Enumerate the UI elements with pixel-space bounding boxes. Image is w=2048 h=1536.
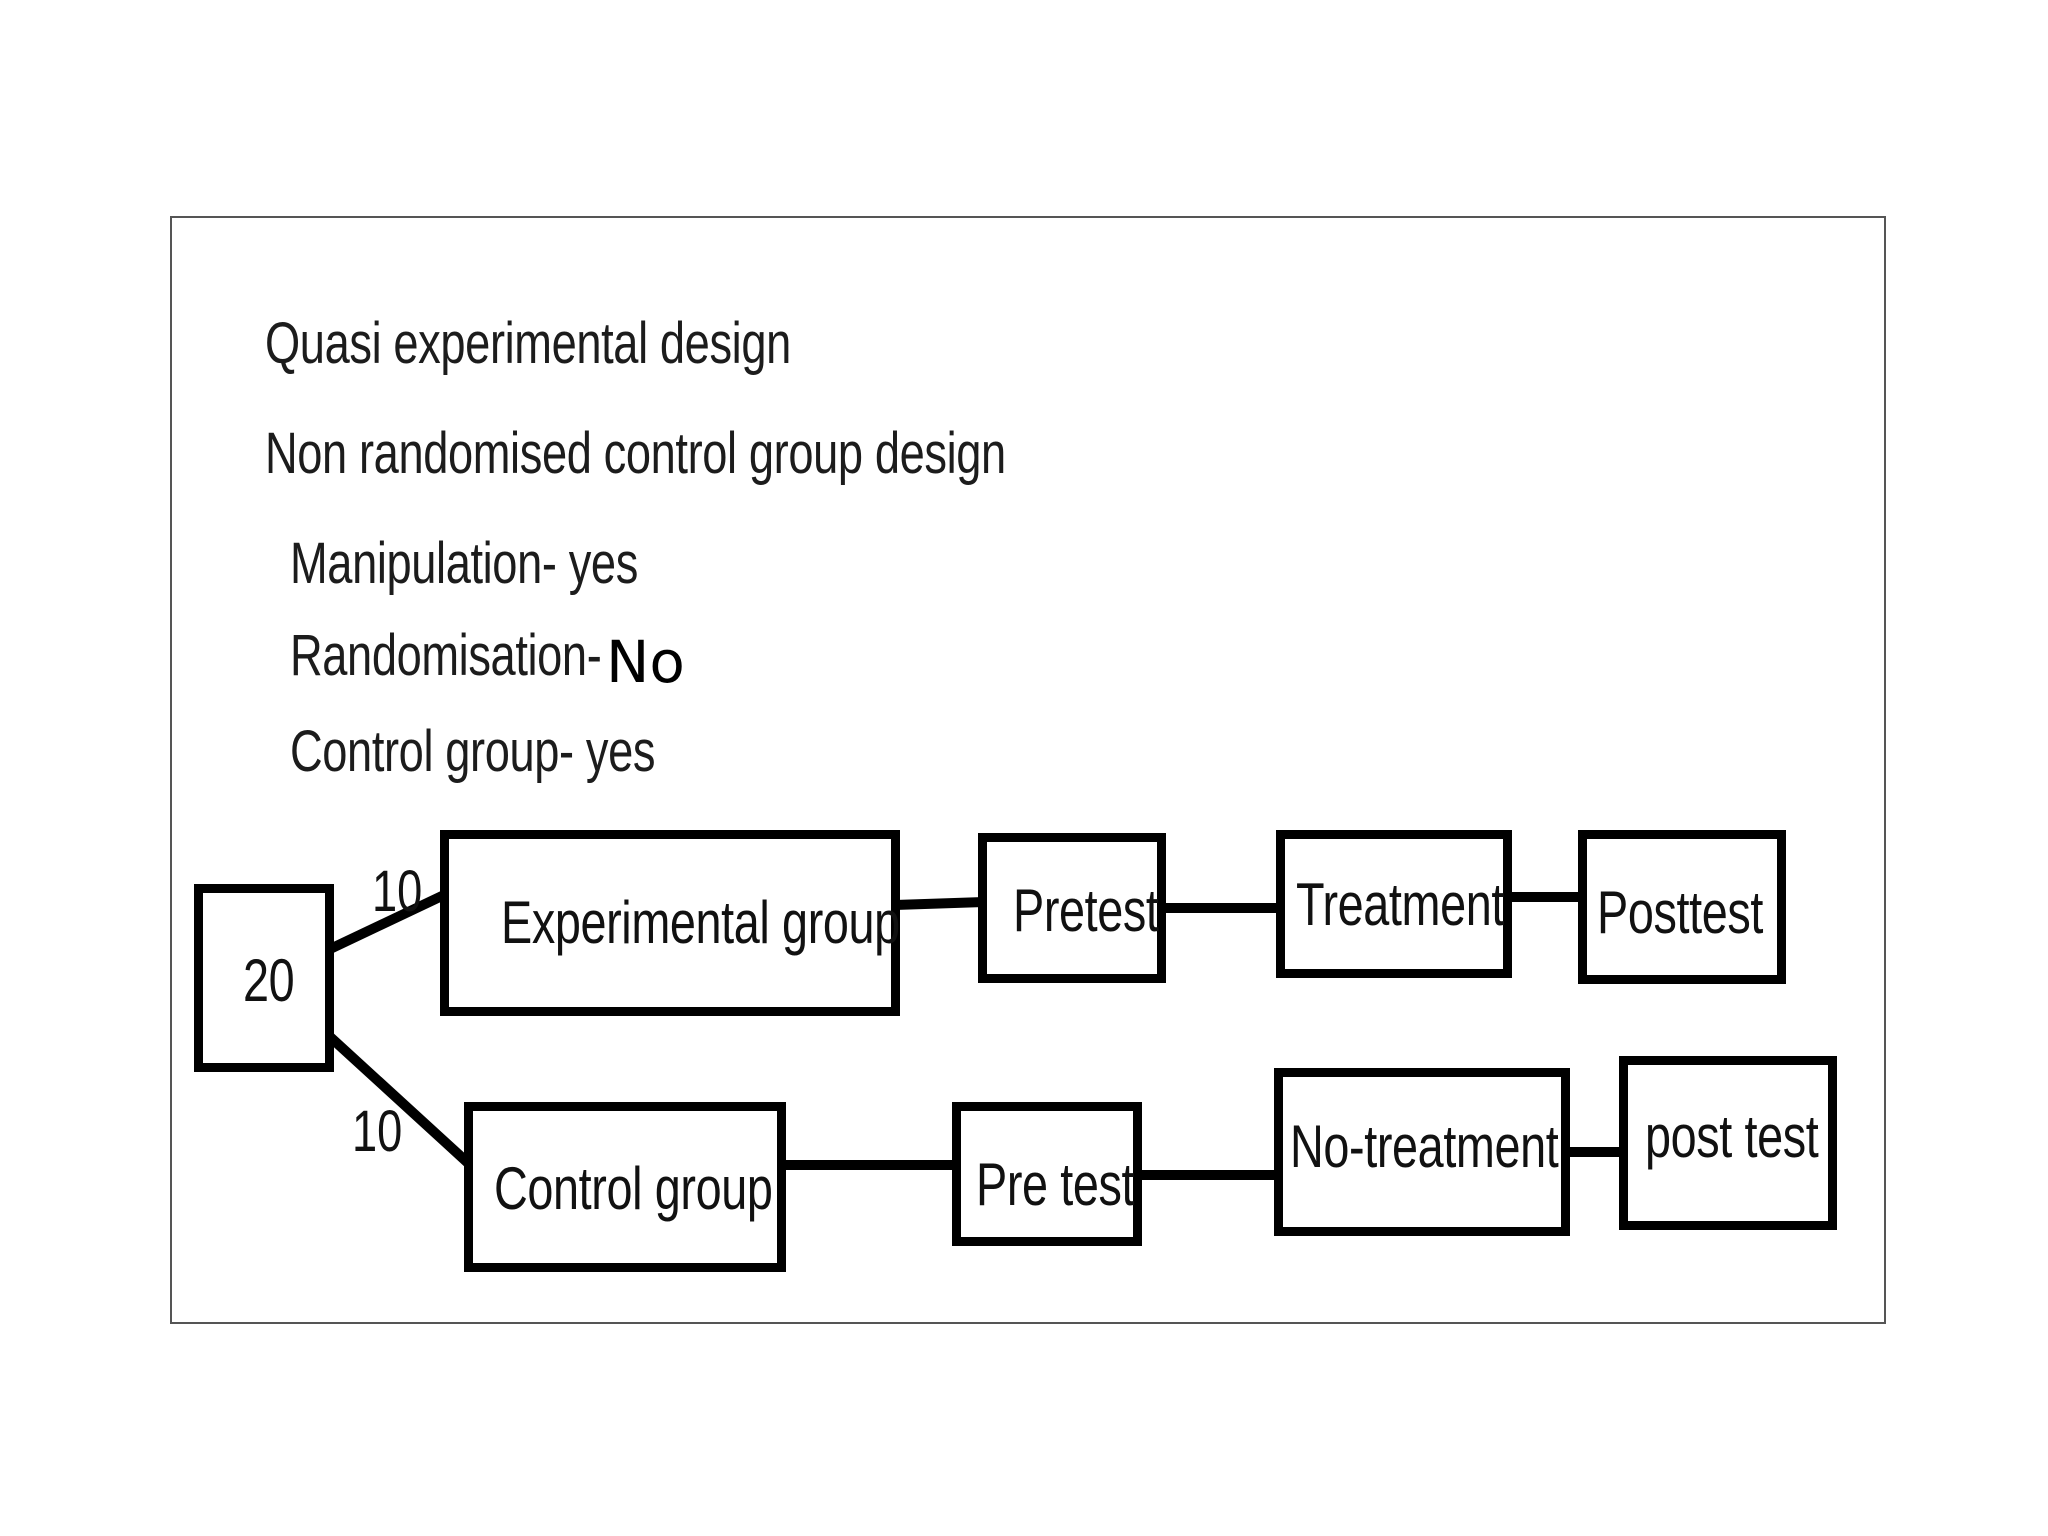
ctl-pretest-box — [952, 1102, 1142, 1246]
total-participants-label: 20 — [243, 947, 295, 1014]
split-line-experimental — [325, 890, 447, 955]
design-title: Quasi experimental design — [265, 311, 791, 376]
control-group-label: Control group — [494, 1155, 773, 1222]
split-line-control — [324, 1031, 472, 1167]
design-subtitle: Non randomised control group design — [265, 421, 1006, 486]
experimental-group-box — [440, 830, 900, 1016]
ctl-posttest-box — [1619, 1056, 1837, 1230]
exp-treatment-box — [1276, 830, 1512, 978]
criterion-manipulation: Manipulation- yes — [290, 531, 638, 596]
experimental-count-label: 10 — [372, 859, 423, 924]
exp-posttest-label: Posttest — [1597, 879, 1763, 946]
criterion-control-group: Control group- yes — [290, 719, 656, 784]
ctl-posttest-label: post test — [1645, 1103, 1819, 1170]
ctl-no-treatment-box — [1274, 1068, 1570, 1236]
slide-frame — [170, 216, 1886, 1324]
connector-exp-1 — [894, 897, 985, 910]
control-group-box — [464, 1102, 786, 1272]
ctl-pretest-label: Pre test — [976, 1151, 1135, 1218]
experimental-group-label: Experimental group — [501, 889, 900, 956]
exp-posttest-box — [1578, 830, 1786, 984]
randomisation-value: No — [606, 628, 685, 696]
criterion-randomisation: Randomisation- — [290, 623, 602, 688]
control-count-label: 10 — [352, 1099, 403, 1164]
ctl-no-treatment-label: No-treatment — [1290, 1113, 1559, 1180]
exp-pretest-label: Pretest — [1013, 877, 1159, 944]
total-participants-box — [194, 884, 334, 1072]
exp-pretest-box — [978, 833, 1166, 983]
exp-treatment-label: Treatment — [1296, 871, 1505, 938]
